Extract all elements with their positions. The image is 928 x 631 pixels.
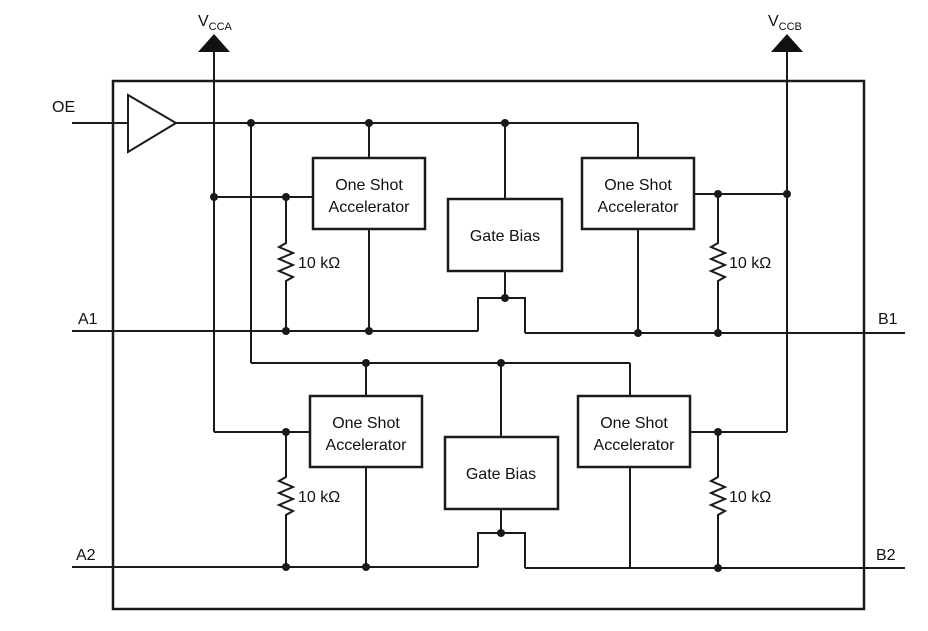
osa-top-right-line1: One Shot <box>604 177 672 194</box>
junction-dot <box>501 294 509 302</box>
junction-dot <box>365 119 373 127</box>
osa-bottom-right-block: One Shot Accelerator <box>576 394 692 469</box>
junction-dot <box>714 564 722 572</box>
resistor-bottom-left <box>276 432 296 567</box>
gate-bias-bottom-label: Gate Bias <box>466 466 536 483</box>
osa-bottom-right-line2: Accelerator <box>594 437 676 454</box>
oe-pin-label: OE <box>52 99 75 116</box>
resistor-bottom-right <box>708 432 728 568</box>
b2-pin-label: B2 <box>876 547 896 564</box>
gate-bias-top-block: Gate Bias <box>446 197 564 273</box>
osa-bottom-right-line1: One Shot <box>600 415 668 432</box>
resistor-bottom-left-label: 10 kΩ <box>298 489 340 506</box>
junction-dot <box>497 529 505 537</box>
junction-dot <box>501 119 509 127</box>
osa-top-left-line2: Accelerator <box>329 199 411 216</box>
osa-top-right-line2: Accelerator <box>598 199 680 216</box>
osa-top-left-block: One Shot Accelerator <box>311 156 427 231</box>
osa-bottom-left-line1: One Shot <box>332 415 400 432</box>
resistor-top-left <box>276 197 296 331</box>
junction-dot <box>362 359 370 367</box>
junction-dot <box>247 119 255 127</box>
gate-bias-top-label: Gate Bias <box>470 228 540 245</box>
junction-dot <box>783 190 791 198</box>
junction-dot <box>282 327 290 335</box>
osa-top-left-line1: One Shot <box>335 177 403 194</box>
junction-dot <box>210 193 218 201</box>
junction-dot <box>282 193 290 201</box>
junction-dot <box>714 190 722 198</box>
gate-bias-bottom-block: Gate Bias <box>443 435 560 511</box>
vcca-label: VCCA <box>198 13 233 33</box>
junction-dot <box>282 563 290 571</box>
resistor-top-right-label: 10 kΩ <box>729 255 771 272</box>
vccb-label: VCCB <box>768 13 802 33</box>
pass-transistor-top <box>477 297 526 333</box>
oe-buffer <box>127 93 178 154</box>
resistor-top-right <box>708 194 728 333</box>
device-boundary <box>111 79 866 611</box>
junction-dots <box>210 119 791 572</box>
osa-top-right-block: One Shot Accelerator <box>580 156 696 231</box>
junction-dot <box>634 329 642 337</box>
vccb-supply-arrow <box>771 34 803 52</box>
junction-dot <box>714 428 722 436</box>
junction-dot <box>365 327 373 335</box>
resistor-top-left-label: 10 kΩ <box>298 255 340 272</box>
a1-pin-label: A1 <box>78 311 98 328</box>
junction-dot <box>497 359 505 367</box>
junction-dot <box>282 428 290 436</box>
resistor-bottom-right-label: 10 kΩ <box>729 489 771 506</box>
b1-pin-label: B1 <box>878 311 898 328</box>
pass-transistor-bottom <box>477 532 526 568</box>
osa-bottom-left-line2: Accelerator <box>326 437 408 454</box>
vcca-supply-arrow <box>198 34 230 52</box>
osa-bottom-left-block: One Shot Accelerator <box>308 394 424 469</box>
a2-pin-label: A2 <box>76 547 96 564</box>
junction-dot <box>714 329 722 337</box>
junction-dot <box>362 563 370 571</box>
